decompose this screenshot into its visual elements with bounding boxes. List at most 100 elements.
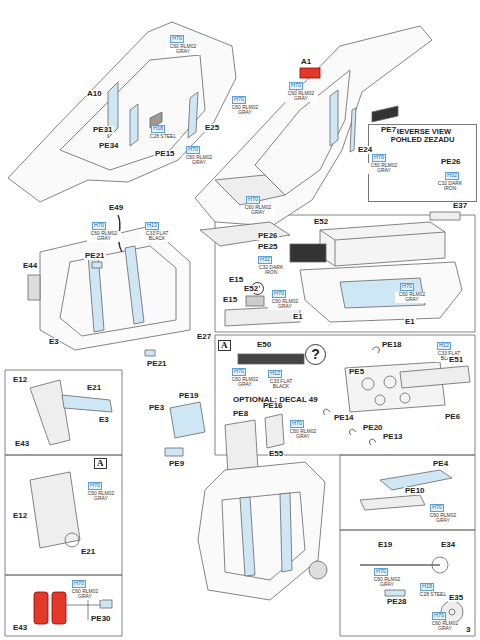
part-number: PE13: [382, 433, 404, 441]
paint-code: H70: [88, 482, 102, 490]
paint-name: C60 RLM02 GRAY: [268, 299, 302, 310]
part-number: A10: [86, 90, 103, 98]
part-number: PE14: [333, 414, 355, 422]
part-number: PE9: [168, 460, 185, 468]
paint-code: H70: [374, 568, 388, 576]
paint-name: C60 RLM02 GRAY: [84, 491, 118, 502]
part-number: E19: [377, 541, 393, 549]
paint-name: C60 RLM02 GRAY: [426, 513, 460, 524]
part-number: E52: [313, 218, 329, 226]
paint-name: C60 RLM02 GRAY: [395, 292, 429, 303]
paint-code: H12: [145, 222, 159, 230]
part-number: E15: [222, 296, 238, 304]
paint-name: C60 RLM02 GRAY: [241, 205, 275, 216]
part-number: PE19: [178, 392, 200, 400]
part-number: E44: [22, 262, 38, 270]
part-number: E12: [12, 512, 28, 520]
paint-name: C60 RLM02 GRAY: [284, 91, 318, 102]
part-number: PE4: [432, 460, 449, 468]
part-number: E24: [357, 146, 373, 154]
part-number: E3: [98, 416, 110, 424]
paint-code: H70: [372, 154, 386, 162]
part-number: E52: [243, 285, 259, 293]
paint-name: C33 FLAT BLACK: [264, 379, 298, 390]
part-number: PE25: [257, 243, 279, 251]
part-number: E49: [108, 204, 124, 212]
paint-code: H70: [92, 222, 106, 230]
paint-name: C33 FLAT BLACK: [140, 231, 174, 242]
paint-code: H12: [268, 370, 282, 378]
paint-code: H70: [290, 420, 304, 428]
paint-code: H70: [289, 82, 303, 90]
part-number: E50: [256, 341, 272, 349]
paint-code: H70: [246, 196, 260, 204]
part-number: E3: [48, 338, 60, 346]
paint-code: H70: [400, 283, 414, 291]
paint-code: H70: [272, 290, 286, 298]
option-symbol: ?: [305, 344, 326, 365]
part-number: E51: [448, 356, 464, 364]
part-number: PE34: [98, 142, 120, 150]
part-number: E37: [452, 202, 468, 210]
paint-code: H70: [186, 146, 200, 154]
paint-name: C60 RLM02 GRAY: [286, 429, 320, 440]
step-marker: A: [94, 458, 107, 469]
part-number: E21: [80, 548, 96, 556]
paint-code: H70: [432, 612, 446, 620]
part-number: E15: [228, 276, 244, 284]
part-number: PE30: [90, 615, 112, 623]
part-number: PE10: [404, 487, 426, 495]
part-number: PE5: [348, 368, 365, 376]
paint-code: H70: [232, 368, 246, 376]
part-number: E21: [86, 384, 102, 392]
part-number: PE26: [440, 158, 462, 166]
part-number: PE16: [262, 402, 284, 410]
part-number: PE18: [381, 341, 403, 349]
part-number: E1: [292, 313, 304, 321]
paint-name: C32 DARK IRON: [254, 265, 288, 276]
step-marker: A: [218, 340, 231, 351]
part-number: PE3: [148, 404, 165, 412]
part-number: E12: [12, 376, 28, 384]
paint-name: C32 DARK IRON: [433, 181, 467, 192]
paint-code: H32: [258, 256, 272, 264]
paint-code: H18: [420, 583, 434, 591]
paint-name: C60 RLM02 GRAY: [166, 44, 200, 55]
part-number: E43: [12, 624, 28, 632]
part-number: PE20: [362, 424, 384, 432]
part-number: E27: [196, 333, 212, 341]
part-number: PE26: [257, 232, 279, 240]
paint-code: H32: [445, 172, 459, 180]
page-number: 3: [466, 626, 470, 634]
part-number: E25: [204, 124, 220, 132]
paint-code: H70: [170, 35, 184, 43]
paint-name: C60 RLM02 GRAY: [182, 155, 216, 166]
part-number: E35: [448, 594, 464, 602]
paint-name: C60 RLM02 GRAY: [87, 231, 121, 242]
paint-name: C28 STEEL: [416, 592, 450, 597]
part-number: PE8: [232, 410, 249, 418]
paint-name: C60 RLM02 GRAY: [428, 621, 462, 632]
paint-name: C60 RLM02 GRAY: [367, 163, 401, 174]
part-number: PE6: [444, 413, 461, 421]
paint-name: C60 RLM02 GRAY: [228, 377, 262, 388]
paint-name: C60 RLM02 GRAY: [228, 105, 262, 116]
part-number: E34: [440, 541, 456, 549]
paint-code: H70: [430, 504, 444, 512]
paint-code: H18: [151, 125, 165, 133]
paint-code: H70: [232, 96, 246, 104]
part-number: PE15: [154, 150, 176, 158]
part-number: E43: [14, 440, 30, 448]
part-number: E55: [268, 450, 284, 458]
part-number: PE21: [146, 360, 168, 368]
paint-code: H12: [437, 342, 451, 350]
paint-name: C60 RLM02 GRAY: [68, 589, 102, 600]
part-number: A1: [300, 58, 312, 66]
part-number: PE28: [386, 598, 408, 606]
part-number: E1: [404, 318, 416, 326]
paint-code: H70: [72, 580, 86, 588]
paint-name: C60 RLM02 GRAY: [370, 577, 404, 588]
part-number: PE7: [380, 126, 397, 134]
paint-name: C28 STEEL: [146, 134, 180, 139]
